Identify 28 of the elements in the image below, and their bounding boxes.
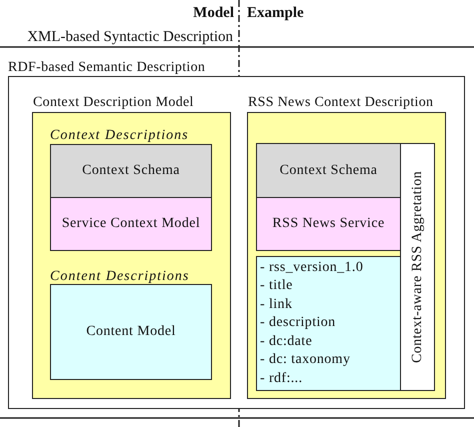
list-item: - dc: taxonomy [260, 351, 352, 370]
node-text: Context Schema [280, 162, 378, 178]
column-heading: Example [247, 5, 304, 22]
layer-heading: XML-based Syntactic Description [27, 29, 233, 46]
service-box [50, 197, 212, 251]
list-item: - title [260, 277, 294, 296]
schema-box [256, 143, 401, 198]
panel-heading: Context Description Model [33, 95, 194, 111]
list-item: - link [260, 296, 294, 314]
node-text: Content Model [86, 324, 176, 340]
node-text: RSS News Service [272, 216, 385, 232]
aggregation-box [400, 143, 435, 391]
section-heading: Content Descriptions [50, 269, 190, 285]
content-box [256, 256, 401, 391]
list-item: - description [260, 314, 337, 332]
node-text: Context-aware RSS Aggretation [410, 170, 426, 363]
list-item: - rss_version_1.0 [260, 258, 364, 277]
list-item: - dc:date [260, 332, 314, 351]
panel-heading: RDF-based Semantic Description [8, 60, 206, 76]
section-heading: Context Descriptions [50, 128, 189, 144]
node-text: Context Schema [82, 163, 180, 179]
node-text: Service Context Model [62, 216, 200, 232]
service-box [256, 197, 401, 251]
content-box [50, 284, 212, 380]
list-item: - rdf:... [260, 370, 304, 388]
schema-box [50, 144, 212, 198]
panel-heading: RSS News Context Description [248, 95, 434, 111]
column-heading: Model [193, 5, 234, 22]
